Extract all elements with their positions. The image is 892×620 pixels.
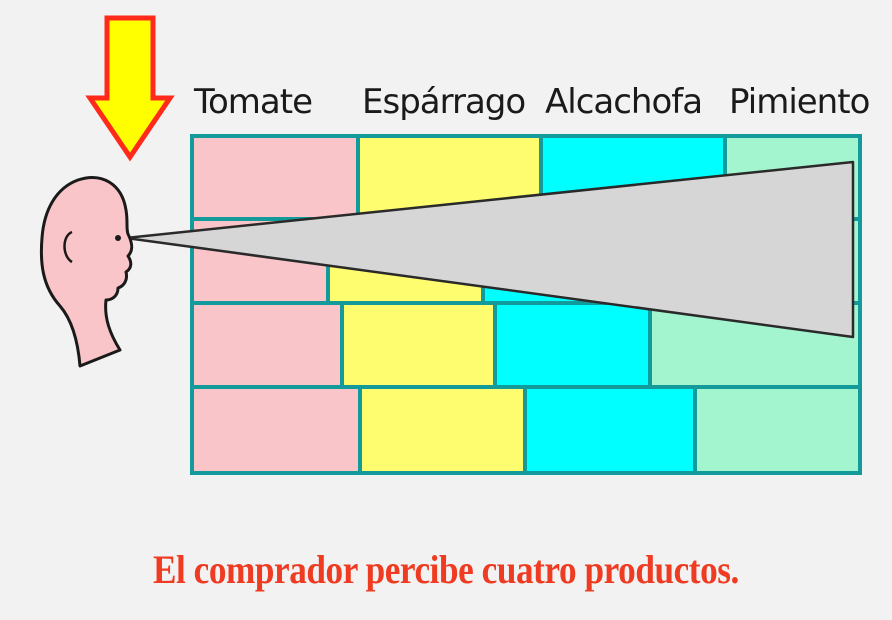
label-tomate: Tomate <box>194 82 313 122</box>
caption-text: El comprador percibe cuatro productos. <box>153 547 739 592</box>
label-alcachofa: Alcachofa <box>545 82 703 122</box>
down-arrow-icon <box>85 15 175 162</box>
shelf-cell-tomate <box>192 136 358 219</box>
shelf-row-4 <box>192 387 860 473</box>
shelf-cell-tomate <box>192 303 342 387</box>
shelf-cell-alcachofa <box>495 303 650 387</box>
shelf-cell-esparrago <box>342 303 495 387</box>
vision-cone <box>124 160 855 339</box>
label-esparrago: Espárrago <box>362 82 526 122</box>
shelf-cell-pimiento <box>695 387 860 473</box>
shelf-row-3 <box>192 303 860 387</box>
shelf-cell-tomate <box>192 387 360 473</box>
caption: El comprador percibe cuatro productos. <box>0 546 892 593</box>
head-profile-icon <box>39 176 134 368</box>
label-pimiento: Pimiento <box>729 82 870 122</box>
shelf-cell-esparrago <box>360 387 525 473</box>
shelf-cell-alcachofa <box>525 387 695 473</box>
